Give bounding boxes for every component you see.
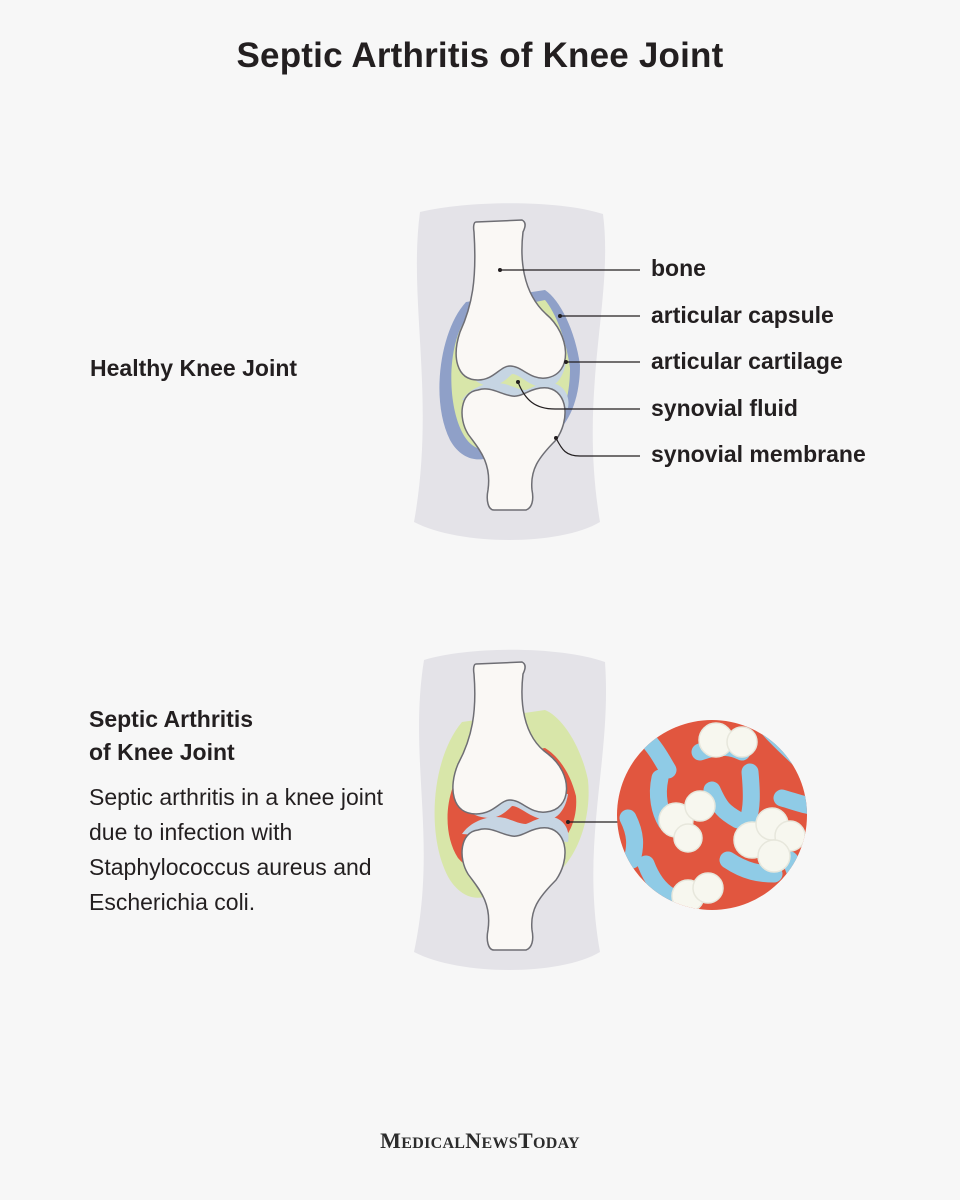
leader-synovial-fluid bbox=[517, 381, 640, 410]
septic-knee-heading: Septic Arthritis of Knee Joint bbox=[89, 703, 253, 769]
healthy-leader-lines bbox=[500, 269, 640, 457]
staph-coccus bbox=[757, 839, 791, 873]
e-coli-rod bbox=[773, 789, 807, 815]
lower-bone bbox=[461, 387, 566, 511]
lower-bone bbox=[461, 827, 566, 951]
staph-coccus bbox=[684, 790, 716, 822]
label-articular-cartilage: articular cartilage bbox=[651, 348, 843, 374]
septic-knee-diagram bbox=[414, 649, 630, 970]
upper-bone bbox=[452, 661, 568, 815]
staph-coccus bbox=[673, 823, 703, 853]
medical-news-today-logo: MEDICALNEWSTODAY bbox=[380, 1128, 580, 1153]
leader-synovial-membrane bbox=[555, 437, 640, 457]
healthy-knee-diagram bbox=[414, 203, 640, 540]
staph-coccus bbox=[726, 726, 758, 758]
e-coli-rod bbox=[703, 781, 747, 829]
e-coli-rod bbox=[739, 763, 760, 829]
staph-coccus bbox=[692, 872, 724, 904]
healthy-leader-dots bbox=[498, 268, 568, 440]
label-synovial-membrane: synovial membrane bbox=[651, 441, 866, 467]
e-coli-rod bbox=[619, 809, 644, 869]
septic-heading-line-1: Septic Arthritis bbox=[89, 706, 254, 732]
e-coli-rod bbox=[719, 851, 783, 883]
label-articular-capsule: articular capsule bbox=[651, 302, 834, 328]
septic-heading-line-2: of Knee Joint bbox=[89, 739, 235, 765]
label-synovial-fluid: synovial fluid bbox=[651, 395, 798, 421]
healthy-knee-heading: Healthy Knee Joint bbox=[90, 355, 298, 381]
label-bone: bone bbox=[651, 255, 706, 281]
bacteria-group bbox=[619, 720, 807, 910]
upper-bone bbox=[455, 219, 567, 381]
septic-description: Septic arthritis in a knee joint due to … bbox=[89, 784, 384, 915]
bacteria-magnification bbox=[617, 720, 807, 910]
e-coli-rod bbox=[781, 851, 807, 910]
e-coli-rod bbox=[637, 855, 679, 905]
page-title: Septic Arthritis of Knee Joint bbox=[236, 36, 724, 75]
